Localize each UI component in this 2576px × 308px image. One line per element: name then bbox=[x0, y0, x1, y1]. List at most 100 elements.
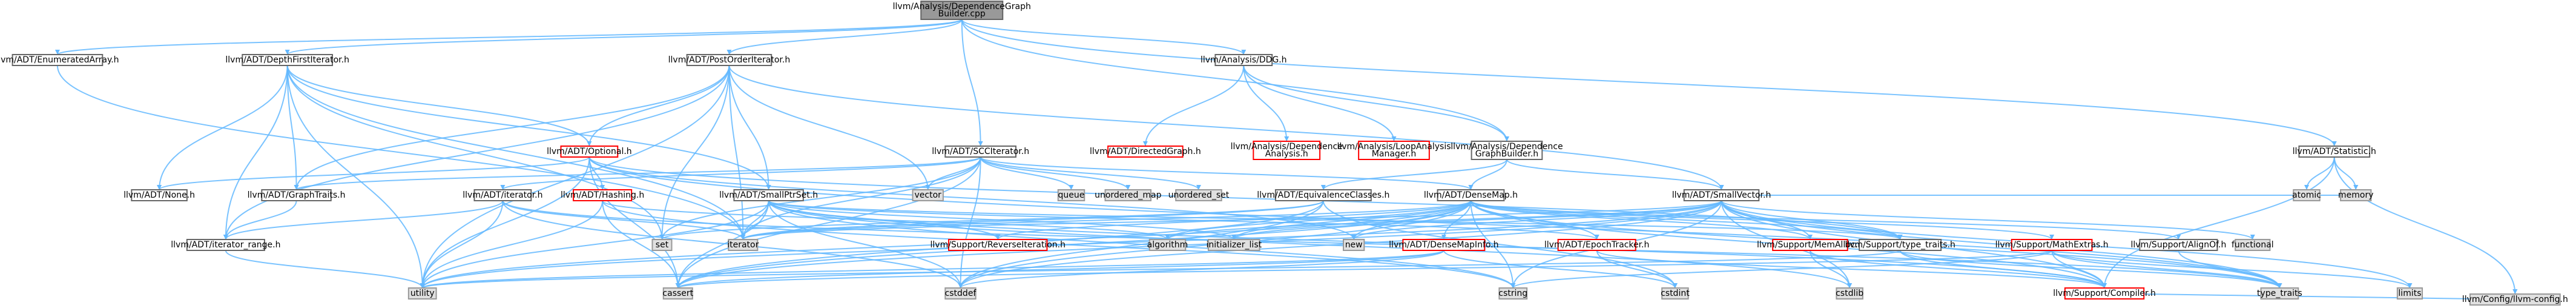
edge-typetraits_llvm-to-compiler bbox=[1899, 250, 2106, 289]
node-functional[interactable]: functional bbox=[2232, 239, 2274, 251]
edge-arrowhead bbox=[2102, 283, 2107, 288]
edge-poi-to-optional bbox=[588, 65, 730, 147]
node-dfi[interactable]: llvm/ADT/DepthFirstIterator.h bbox=[225, 54, 349, 66]
node-iterator[interactable]: llvm/ADT/iterator.h bbox=[463, 189, 543, 201]
edge-smallvector-to-type_traits bbox=[1721, 200, 2281, 289]
node-alignof[interactable]: llvm/Support/AlignOf.h bbox=[2131, 239, 2227, 251]
node-statistic[interactable]: llvm/ADT/Statistic.h bbox=[2293, 146, 2376, 158]
node-limits[interactable]: limits bbox=[2396, 287, 2423, 300]
edge-sccit-to-queue bbox=[980, 156, 1072, 190]
node-cstring[interactable]: cstring bbox=[1498, 287, 1527, 300]
node-box bbox=[920, 1, 1004, 20]
node-box bbox=[573, 189, 633, 201]
edge-root-to-dfi bbox=[286, 19, 963, 55]
node-label: llvm/Support/ReverseIteration.h bbox=[931, 240, 1066, 250]
node-poi[interactable]: llvm/ADT/PostOrderIterator.h bbox=[668, 54, 791, 66]
node-box bbox=[662, 287, 693, 300]
node-mathextras[interactable]: llvm/Support/MathExtras.h bbox=[1995, 239, 2109, 251]
node-set[interactable]: set bbox=[651, 239, 673, 251]
node-smallptrset[interactable]: llvm/ADT/SmallPtrSet.h bbox=[719, 189, 818, 201]
node-eqclasses[interactable]: llvm/ADT/EquivalenceClasses.h bbox=[1257, 189, 1389, 201]
node-new[interactable]: new bbox=[1343, 239, 1365, 251]
node-none[interactable]: llvm/ADT/None.h bbox=[124, 189, 195, 201]
node-box bbox=[651, 239, 673, 251]
node-iterrange[interactable]: llvm/ADT/iterator_range.h bbox=[171, 239, 280, 251]
node-enumarr[interactable]: llvm/ADT/EnumeratedArray.h bbox=[0, 54, 119, 66]
node-iterator_std[interactable]: iterator bbox=[727, 239, 759, 251]
edge-densemapinfo-to-utility bbox=[421, 250, 1444, 289]
node-hashing[interactable]: llvm/ADT/Hashing.h bbox=[561, 189, 644, 201]
node-smallvector[interactable]: llvm/ADT/SmallVector.h bbox=[1672, 189, 1771, 201]
node-cstddef[interactable]: cstddef bbox=[944, 287, 977, 300]
node-box bbox=[1661, 287, 1689, 300]
node-label: cstdint bbox=[1661, 289, 1690, 298]
node-label: llvm/ADT/DirectedGraph.h bbox=[1090, 147, 1201, 156]
edge-graphtraits-to-iterrange bbox=[225, 200, 297, 240]
node-utility[interactable]: utility bbox=[407, 287, 437, 300]
node-box bbox=[186, 239, 265, 251]
node-algorithm[interactable]: algorithm bbox=[1147, 239, 1188, 251]
node-unordered_map[interactable]: unordered_map bbox=[1095, 189, 1162, 201]
node-densemap[interactable]: llvm/ADT/DenseMap.h bbox=[1424, 189, 1518, 201]
node-ddg[interactable]: llvm/Analysis/DDG.h bbox=[1201, 54, 1287, 66]
node-unordered_set[interactable]: unordered_set bbox=[1168, 189, 1230, 201]
node-label: GraphBuilder.h bbox=[1475, 149, 1539, 159]
node-vector[interactable]: vector bbox=[912, 189, 944, 201]
edge-densemap-to-initlist bbox=[1233, 200, 1472, 240]
node-dirgraph[interactable]: llvm/ADT/DirectedGraph.h bbox=[1090, 146, 1201, 158]
node-cstdlib[interactable]: cstdlib bbox=[1836, 287, 1863, 300]
edge-typetraits_llvm-to-utility bbox=[421, 250, 1901, 289]
edge-hashing-to-cassert bbox=[602, 200, 679, 289]
node-sccit[interactable]: llvm/ADT/SCCIterator.h bbox=[932, 146, 1029, 158]
edge-arrowhead bbox=[1284, 136, 1290, 141]
node-compiler[interactable]: llvm/Support/Compiler.h bbox=[2053, 287, 2156, 300]
node-box bbox=[473, 189, 532, 201]
node-label: llvm/ADT/DenseMap.h bbox=[1424, 190, 1518, 200]
node-atomic[interactable]: atomic bbox=[2292, 189, 2321, 201]
node-label: llvm/Support/AlignOf.h bbox=[2131, 240, 2227, 250]
edge-densemap-to-mathextras bbox=[1470, 200, 2053, 240]
edge-poi-to-vector bbox=[728, 65, 929, 190]
node-typetraits_llvm[interactable]: llvm/Support/type_traits.h bbox=[1845, 239, 1955, 251]
node-memalloc[interactable]: llvm/Support/MemAlloc.h bbox=[1757, 239, 1863, 251]
node-densemapinfo[interactable]: llvm/ADT/DenseMapInfo.h bbox=[1389, 239, 1499, 251]
node-revit[interactable]: llvm/Support/ReverseIteration.h bbox=[931, 239, 1066, 251]
edge-arrowhead bbox=[587, 141, 592, 146]
node-cassert[interactable]: cassert bbox=[662, 287, 694, 300]
edge-dfi-to-iterrange bbox=[225, 65, 288, 240]
edge-arrowhead bbox=[1672, 283, 1678, 288]
node-graphtraits[interactable]: llvm/ADT/GraphTraits.h bbox=[248, 189, 346, 201]
edge-densemapinfo-to-cstdint bbox=[1443, 250, 1676, 289]
node-llvmconfig[interactable]: llvm/Config/llvm-config.h bbox=[2462, 293, 2568, 306]
edge-iterator-to-utility bbox=[421, 200, 504, 289]
edge-arrowhead bbox=[958, 283, 963, 288]
edge-densemap-to-algorithm bbox=[1167, 200, 1472, 240]
edge-arrowhead bbox=[1510, 283, 1516, 288]
node-cstdint[interactable]: cstdint bbox=[1661, 287, 1690, 300]
edge-sccit-to-densemap bbox=[980, 156, 1472, 190]
node-epoch[interactable]: llvm/ADT/EpochTracker.h bbox=[1544, 239, 1649, 251]
node-label: llvm/ADT/DepthFirstIterator.h bbox=[225, 55, 349, 65]
node-box bbox=[944, 146, 1016, 158]
node-box bbox=[2064, 287, 2145, 300]
node-label: cstdlib bbox=[1836, 289, 1863, 298]
node-queue[interactable]: queue bbox=[1057, 189, 1085, 201]
node-type_traits[interactable]: type_traits bbox=[2257, 287, 2302, 300]
edge-sccit-to-iterator_std bbox=[742, 156, 981, 240]
node-box bbox=[2235, 239, 2271, 251]
edge-arrowhead bbox=[500, 185, 506, 190]
node-box bbox=[407, 287, 437, 300]
edge-poi-to-utility bbox=[421, 65, 730, 289]
edge-arrowhead bbox=[2512, 289, 2518, 294]
edge-poi-to-smallvector bbox=[728, 65, 1722, 190]
edge-iterator-to-iterrange bbox=[225, 200, 504, 240]
node-optional[interactable]: llvm/ADT/Optional.h bbox=[547, 146, 632, 158]
node-memory[interactable]: memory bbox=[2338, 189, 2374, 201]
node-initlist[interactable]: initializer_list bbox=[1206, 239, 1262, 251]
edge-sccit-to-set bbox=[661, 156, 981, 240]
